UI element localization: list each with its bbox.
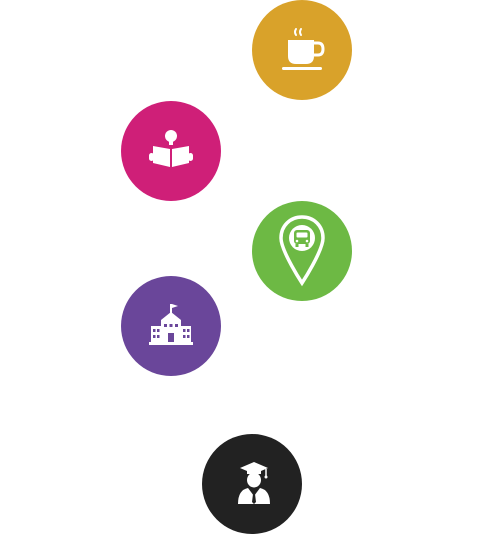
graduate-icon (238, 462, 270, 504)
transit-location-button[interactable] (252, 201, 352, 301)
school-button[interactable] (121, 276, 221, 376)
reading-button[interactable] (121, 101, 221, 201)
bus-location-pin-icon (279, 215, 325, 287)
reading-person-icon (149, 130, 193, 167)
school-building-icon (149, 304, 193, 345)
coffee-cup-icon (282, 28, 325, 70)
coffee-button[interactable] (252, 0, 352, 100)
graduate-button[interactable] (202, 434, 302, 534)
